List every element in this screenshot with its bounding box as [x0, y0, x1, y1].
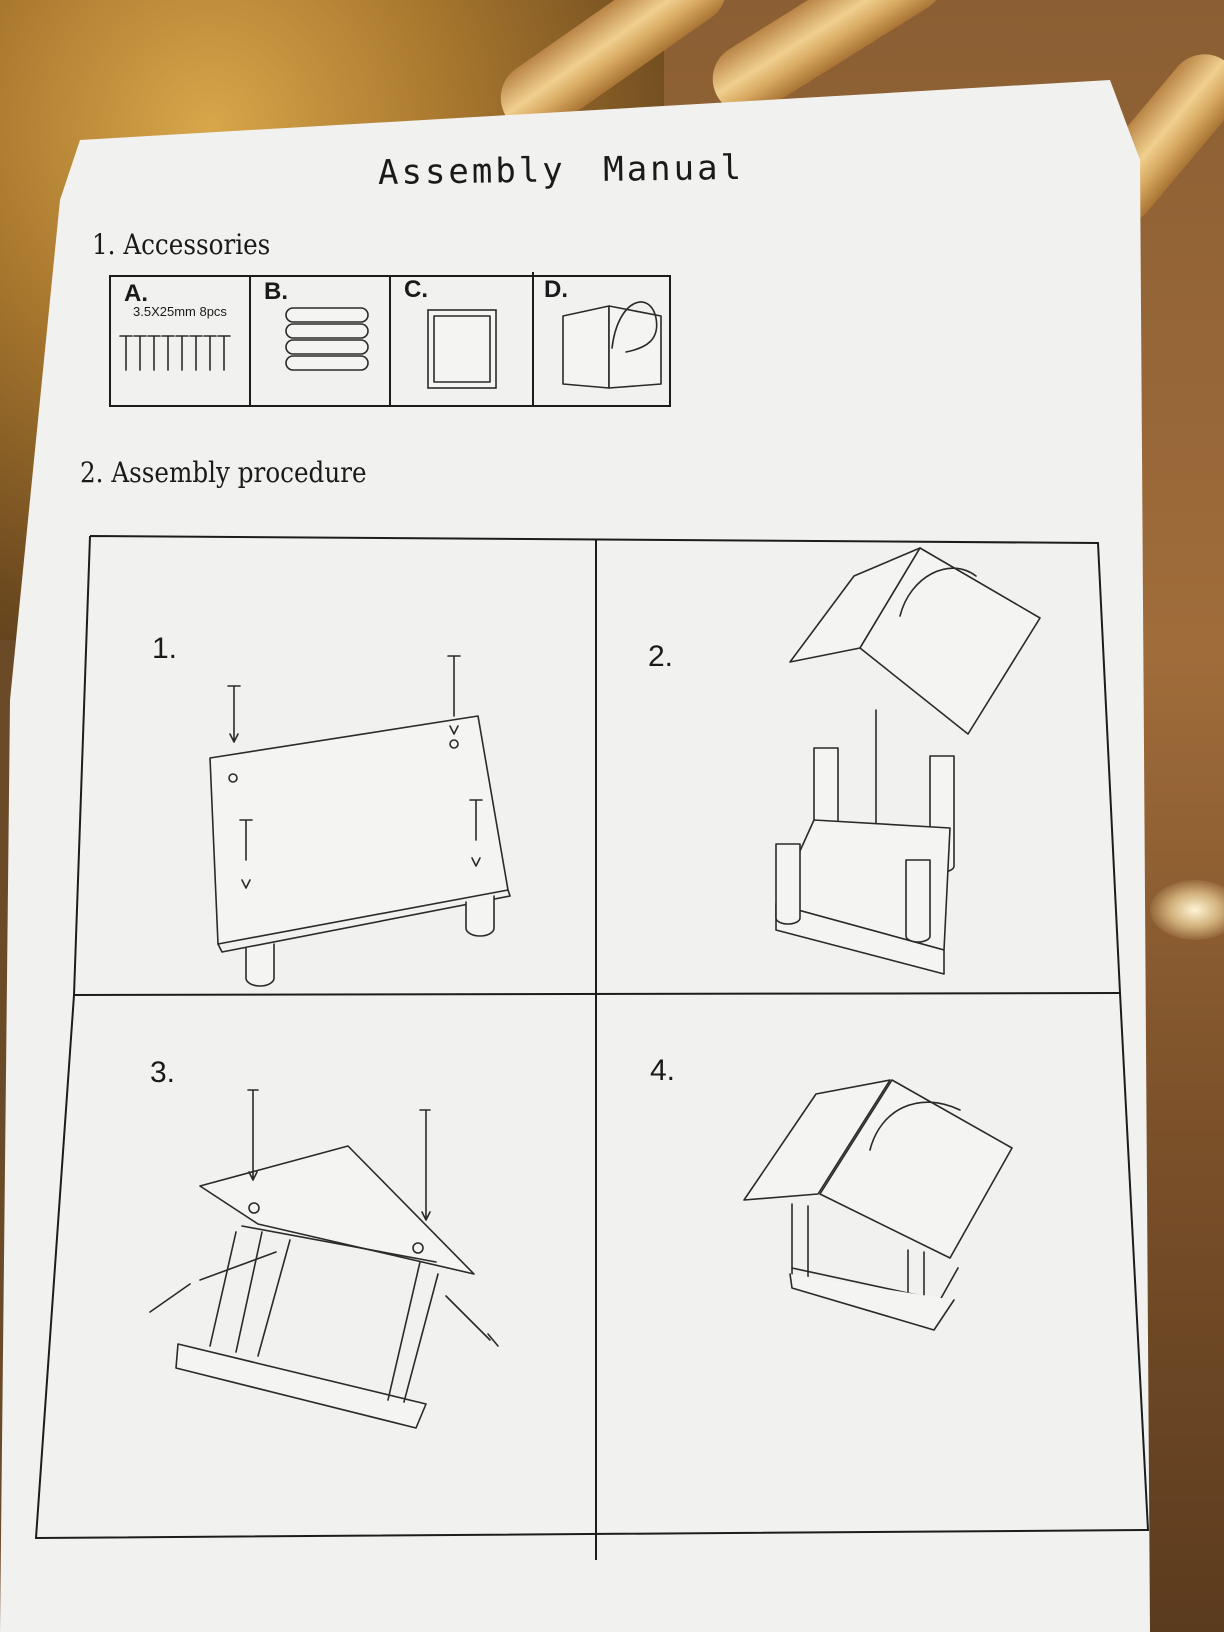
- accessory-label-a: A.: [124, 280, 148, 307]
- light-glare: [1150, 880, 1224, 940]
- step3-screw-roof-icon: [149, 1089, 499, 1429]
- screws-icon: [119, 335, 231, 371]
- manual-title: Assembly Manual: [377, 147, 745, 193]
- step4-finished-feeder-icon: [743, 1079, 1013, 1331]
- accessories-heading: 1. Accessories: [92, 228, 271, 261]
- base-tray-icon: [427, 309, 497, 389]
- dowel-rods-icon: [285, 307, 369, 371]
- step-number-4: 4.: [650, 1054, 676, 1087]
- step-number-3: 3.: [150, 1056, 176, 1089]
- procedure-grid: [34, 535, 1150, 1560]
- accessory-spec-a: 3.5X25mm 8pcs: [133, 304, 227, 319]
- step2-roof-on-posts-icon: [775, 547, 1041, 975]
- accessory-label-c: C.: [404, 276, 428, 303]
- accessories-table: [109, 272, 671, 407]
- roof-with-rope-icon: [562, 301, 662, 389]
- procedure-heading: 2. Assembly procedure: [80, 456, 367, 489]
- step-number-2: 2.: [648, 640, 674, 673]
- step1-base-screws-icon: [209, 655, 511, 987]
- accessory-label-b: B.: [264, 278, 288, 305]
- step-number-1: 1.: [152, 632, 178, 665]
- accessory-label-d: D.: [544, 276, 568, 303]
